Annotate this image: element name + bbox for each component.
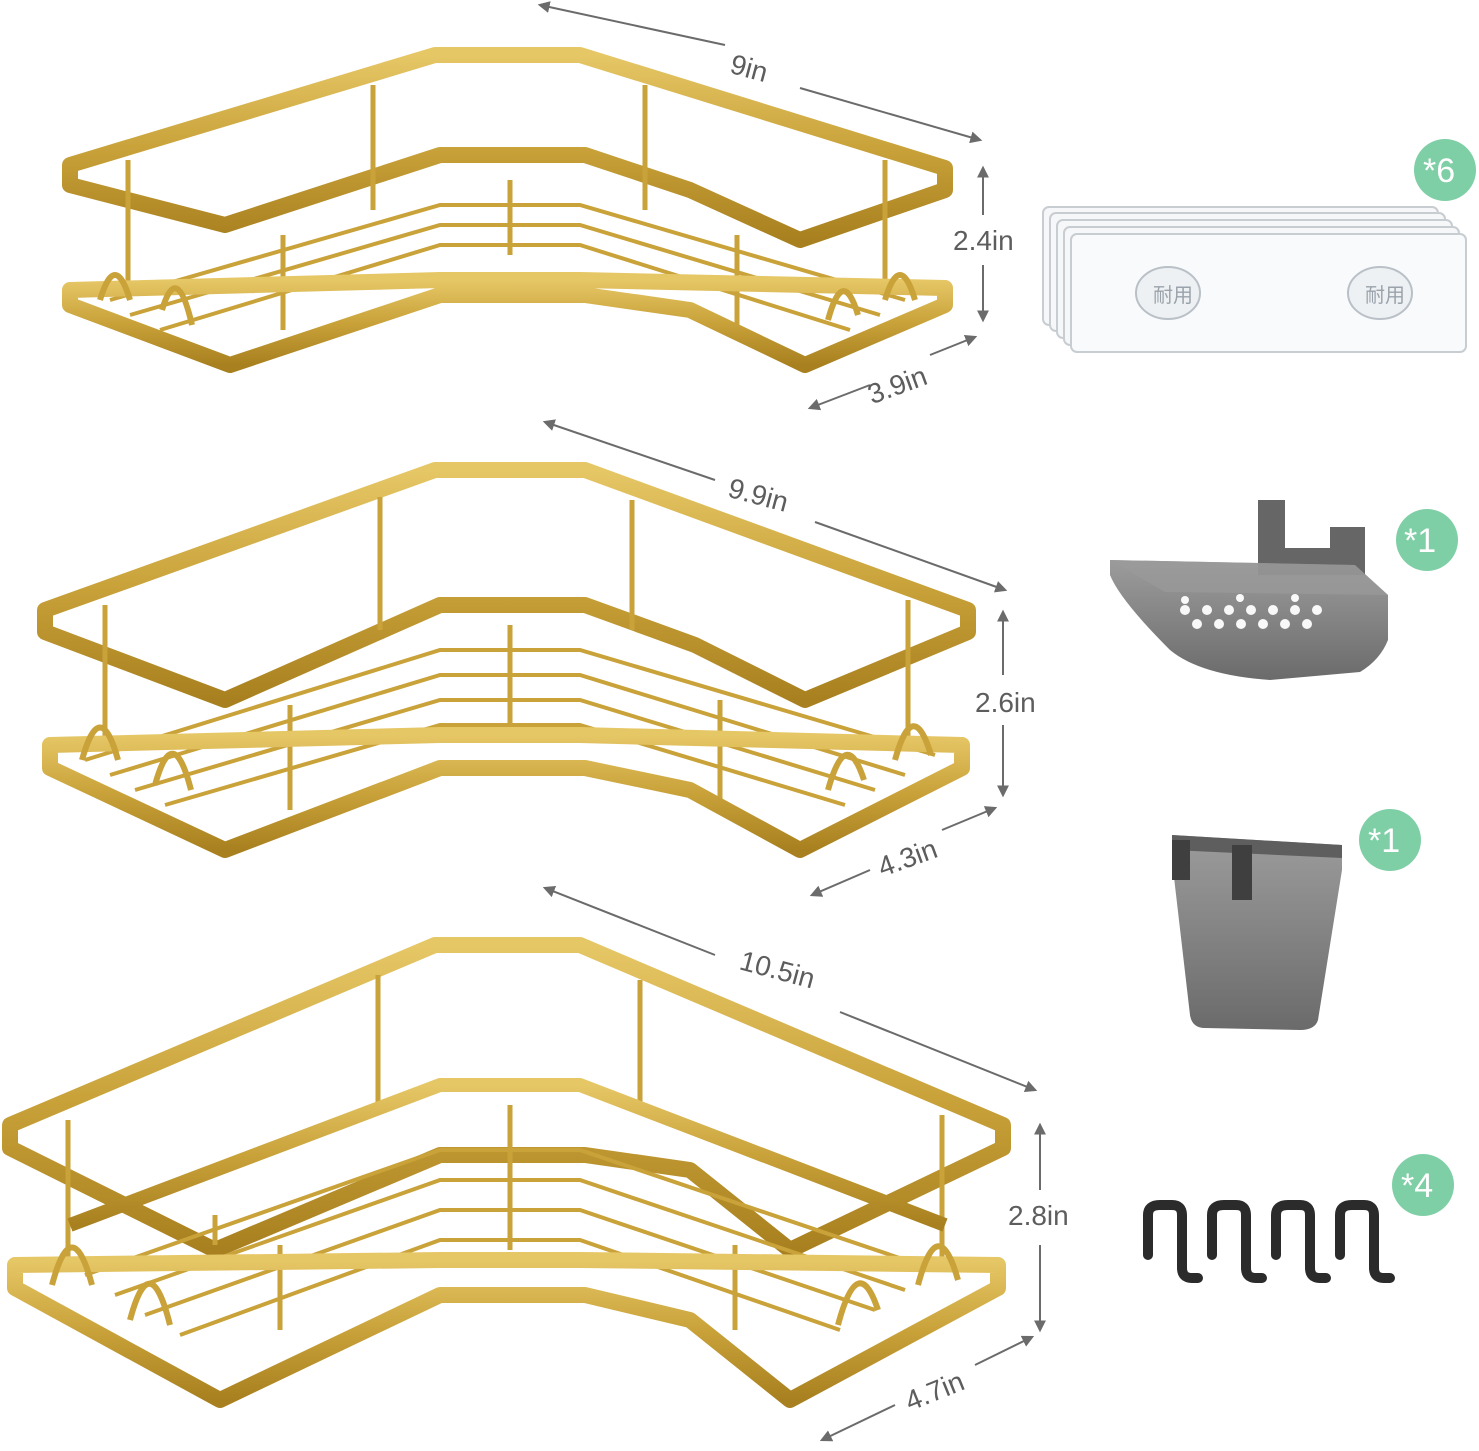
corner-shelf-large bbox=[2, 937, 1011, 1408]
strips-count-label: *6 bbox=[1423, 152, 1455, 190]
count-badge-strips: *6 bbox=[1414, 139, 1476, 201]
shelf-3-height-label: 2.8in bbox=[1008, 1200, 1069, 1231]
count-badge-soap-dish: *1 bbox=[1396, 509, 1458, 571]
shelf-1-height-label: 2.4in bbox=[953, 225, 1014, 256]
dimension-depth-3: 4.7in bbox=[819, 1335, 1035, 1442]
count-badge-hooks: *4 bbox=[1392, 1154, 1454, 1216]
dimension-height-3: 2.8in bbox=[1008, 1122, 1069, 1333]
corner-shelf-small bbox=[62, 47, 953, 373]
storage-cup bbox=[1172, 835, 1342, 1030]
dimension-width-3: 10.5in bbox=[542, 885, 1038, 1093]
strip-stamp-left: 耐用 bbox=[1153, 283, 1193, 307]
shelf-1-depth-label: 3.9in bbox=[863, 360, 931, 410]
soap-dish bbox=[1110, 500, 1388, 680]
hooks-count-label: *4 bbox=[1401, 1167, 1433, 1205]
dimension-width-2: 9.9in bbox=[542, 419, 1008, 593]
hooks bbox=[1143, 1200, 1395, 1283]
shelf-3-depth-label: 4.7in bbox=[901, 1365, 969, 1416]
shelf-2-height-label: 2.6in bbox=[975, 687, 1036, 718]
dimension-width-1: 9in bbox=[537, 1, 983, 144]
dimension-height-2: 2.6in bbox=[975, 609, 1036, 798]
dimension-depth-2: 4.3in bbox=[809, 806, 998, 897]
count-badge-cup: *1 bbox=[1359, 809, 1421, 871]
shelf-2-width-label: 9.9in bbox=[725, 472, 792, 518]
shelf-1-width-label: 9in bbox=[727, 48, 771, 88]
shelf-2-depth-label: 4.3in bbox=[874, 833, 942, 883]
shelf-3-width-label: 10.5in bbox=[737, 945, 819, 995]
cup-count-label: *1 bbox=[1368, 822, 1400, 860]
strip-stamp-right: 耐用 bbox=[1365, 283, 1405, 307]
soap-dish-count-label: *1 bbox=[1404, 522, 1436, 560]
corner-shelf-medium bbox=[37, 462, 976, 858]
dimension-height-1: 2.4in bbox=[953, 165, 1014, 323]
adhesive-strips: 耐用 耐用 bbox=[1042, 206, 1467, 353]
